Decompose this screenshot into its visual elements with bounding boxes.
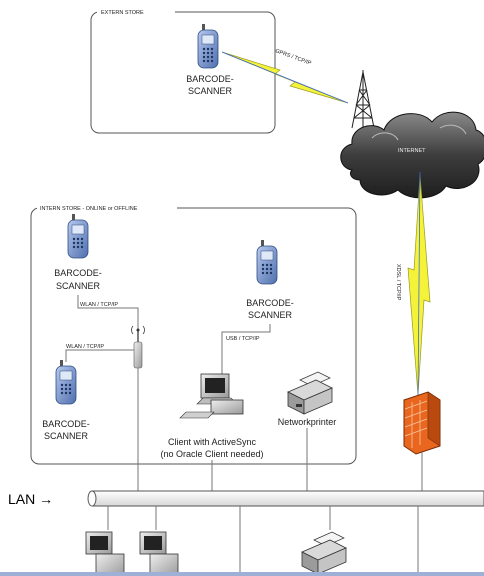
usb-link	[221, 324, 271, 376]
printer-label: Networkprinter	[278, 417, 337, 427]
lan-drops	[137, 368, 308, 493]
scanner-b-label-1: BARCODE-	[42, 419, 90, 429]
lower-printer-icon	[301, 531, 347, 575]
wlan-link-2	[65, 349, 134, 362]
intern-store-box: INTERN STORE - ONLINE or OFFLINE	[30, 204, 357, 465]
barcode-scanner-icon	[256, 240, 278, 285]
scanner-c-label-2: SCANNER	[248, 310, 293, 320]
barcode-scanner-icon	[67, 214, 89, 259]
internet-cloud	[340, 111, 484, 199]
radio-tower-icon	[351, 70, 375, 129]
extern-scanner-label-2: SCANNER	[188, 86, 233, 96]
barcode-scanner-icon	[55, 360, 77, 405]
lan-bus	[87, 490, 484, 507]
usb-label: USB / TCP/IP	[226, 336, 260, 342]
bottom-edge-strip	[0, 572, 484, 576]
xdsl-label: XDSL / TCP/IP	[395, 264, 401, 301]
gprs-link	[221, 51, 349, 104]
client-label-2: (no Oracle Client needed)	[160, 449, 263, 459]
wlan-label-2: WLAN / TCP/IP	[66, 344, 104, 350]
wireless-access-point-icon	[131, 325, 145, 369]
lower-pc-icon-1	[85, 531, 125, 576]
scanner-c-label-1: BARCODE-	[246, 298, 294, 308]
scanner-a-label-2: SCANNER	[56, 281, 101, 291]
lan-label: LAN →	[8, 491, 53, 507]
extern-scanner-label-1: BARCODE-	[186, 74, 234, 84]
network-printer-icon	[287, 371, 333, 415]
wlan-link-1	[77, 295, 139, 330]
scanner-a-label-1: BARCODE-	[54, 268, 102, 278]
lan-lower-drops	[107, 506, 419, 576]
extern-store-box: EXTERN STORE	[90, 8, 276, 134]
lower-pc-icon-2	[139, 531, 179, 576]
gprs-label: GPRS / TCP/IP	[274, 48, 312, 67]
intern-barcode-scanner-a	[67, 214, 89, 259]
firewall-icon	[403, 391, 441, 455]
intern-store-title: INTERN STORE - ONLINE or OFFLINE	[40, 206, 138, 212]
barcode-scanner-icon	[197, 24, 219, 69]
extern-barcode-scanner	[197, 24, 219, 69]
intern-barcode-scanner-c	[256, 240, 278, 285]
scanner-b-label-2: SCANNER	[44, 431, 89, 441]
intern-barcode-scanner-b	[55, 360, 77, 405]
xdsl-link	[407, 171, 431, 396]
client-label-1: Client with ActiveSync	[168, 437, 257, 447]
internet-label: INTERNET	[398, 148, 426, 154]
client-pc-icon	[179, 373, 244, 419]
extern-store-title: EXTERN STORE	[101, 10, 144, 16]
wlan-label-1: WLAN / TCP/IP	[80, 302, 118, 308]
